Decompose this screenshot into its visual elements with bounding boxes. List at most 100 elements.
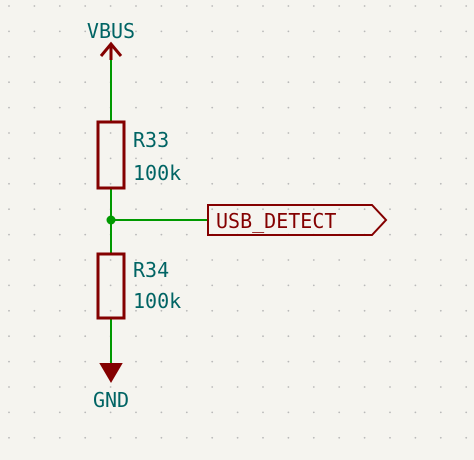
grid-dot xyxy=(211,30,214,33)
grid-dot xyxy=(439,30,442,33)
grid-dot xyxy=(185,81,188,84)
grid-dot xyxy=(338,309,341,312)
grid-dot xyxy=(160,360,163,363)
grid-dot xyxy=(287,5,290,7)
grid-dot xyxy=(287,106,290,109)
grid-dot xyxy=(414,335,417,338)
grid-dot xyxy=(8,284,10,287)
grid-dot xyxy=(236,106,239,109)
grid-dot xyxy=(8,55,10,58)
grid-dot xyxy=(185,335,188,338)
grid-dot xyxy=(338,360,341,363)
grid-dot xyxy=(33,386,36,388)
grid-dot xyxy=(135,259,137,261)
grid-dot xyxy=(84,106,87,109)
grid-dot xyxy=(8,157,10,160)
grid-dot xyxy=(135,360,137,363)
grid-dot xyxy=(465,309,468,312)
grid-dot xyxy=(414,284,417,287)
grid-dot xyxy=(58,157,61,160)
grid-dot xyxy=(312,106,315,109)
grid-dot xyxy=(262,5,264,7)
grid-dot xyxy=(338,411,341,414)
grid-dot xyxy=(363,386,366,388)
grid-dot xyxy=(287,309,290,312)
grid-dot xyxy=(185,30,188,33)
vbus-power-symbol[interactable]: VBUS xyxy=(87,19,135,60)
grid-dot xyxy=(414,55,417,58)
grid-dot xyxy=(287,132,290,134)
grid-dot xyxy=(84,411,87,414)
grid-dot xyxy=(160,132,163,134)
grid-dot xyxy=(109,386,112,388)
grid-dot xyxy=(312,284,315,287)
grid-dot xyxy=(135,182,137,185)
grid-dot xyxy=(439,386,442,388)
grid-dot xyxy=(465,360,468,363)
grid-dot xyxy=(287,55,290,58)
grid-dot xyxy=(389,233,391,236)
grid-dot xyxy=(33,436,36,439)
grid-dot xyxy=(465,436,468,439)
grid-dot xyxy=(414,436,417,439)
grid-dot xyxy=(465,208,468,211)
grid-dot xyxy=(312,182,315,185)
gnd-arrow-icon xyxy=(99,363,123,383)
grid-dot xyxy=(8,81,10,84)
resistor-r34[interactable]: R34 100k xyxy=(96,252,181,320)
grid-dot xyxy=(160,436,163,439)
grid-dot xyxy=(8,411,10,414)
grid-dot xyxy=(211,106,214,109)
grid-dot xyxy=(414,208,417,211)
grid-dot xyxy=(363,309,366,312)
grid-dot xyxy=(33,55,36,58)
grid-dot xyxy=(135,157,137,160)
resistor-r34-value: 100k xyxy=(133,289,181,313)
grid-dot xyxy=(135,106,137,109)
grid-dot xyxy=(287,436,290,439)
grid-dot xyxy=(33,259,36,261)
grid-dot xyxy=(84,132,87,134)
gnd-label: GND xyxy=(93,388,129,412)
grid-dot xyxy=(338,106,341,109)
grid-dot xyxy=(414,157,417,160)
grid-dot xyxy=(465,182,468,185)
grid-dot xyxy=(287,284,290,287)
grid-dot xyxy=(389,106,391,109)
grid-dot xyxy=(465,30,468,33)
resistor-r34-body xyxy=(96,252,126,320)
gnd-power-symbol[interactable]: GND xyxy=(93,363,129,412)
grid-dot xyxy=(236,309,239,312)
grid-dot xyxy=(262,284,264,287)
grid-dot xyxy=(135,132,137,134)
grid-dot xyxy=(33,208,36,211)
grid-dot xyxy=(414,309,417,312)
grid-dot xyxy=(160,259,163,261)
grid-dot xyxy=(439,309,442,312)
grid-dot xyxy=(8,360,10,363)
grid-dot xyxy=(109,5,112,7)
grid-dot xyxy=(109,30,112,33)
grid-dot xyxy=(58,182,61,185)
grid-dot xyxy=(160,182,163,185)
grid-dot xyxy=(363,335,366,338)
grid-dot xyxy=(262,309,264,312)
grid-dot xyxy=(439,259,442,261)
resistor-r33[interactable]: R33 100k xyxy=(96,120,181,190)
grid-dot xyxy=(465,132,468,134)
grid-dot xyxy=(287,182,290,185)
grid-dot xyxy=(135,233,137,236)
grid-dot xyxy=(8,5,10,7)
grid-dot xyxy=(312,157,315,160)
grid-dot xyxy=(312,55,315,58)
grid-dot xyxy=(58,335,61,338)
grid-dot xyxy=(439,360,442,363)
grid-dot xyxy=(236,30,239,33)
grid-dot xyxy=(389,335,391,338)
grid-dot xyxy=(312,132,315,134)
grid-dot xyxy=(287,386,290,388)
usb-detect-net-label[interactable]: USB_DETECT xyxy=(207,204,388,236)
grid-dot xyxy=(465,106,468,109)
grid-dot xyxy=(262,30,264,33)
grid-dot xyxy=(236,157,239,160)
